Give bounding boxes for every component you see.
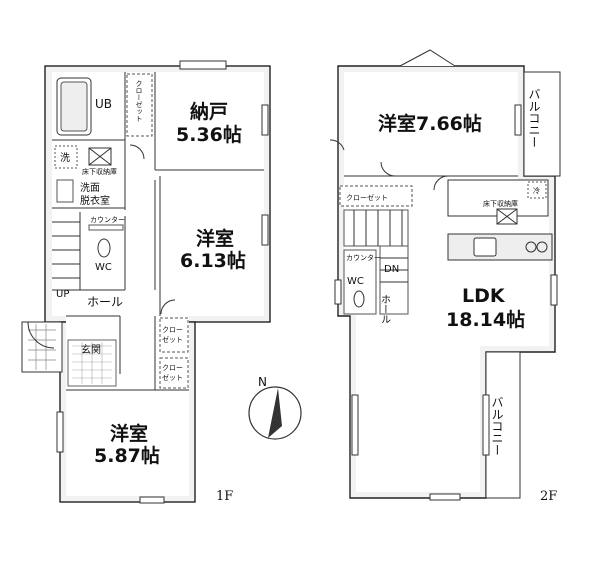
counter-label-1f: カウンター [90,215,125,224]
closet-2f [339,185,413,207]
balcony-top-label: バルコニー [527,88,541,148]
hall-label-1f: ホール [87,295,123,309]
hall-label-2f: ホール [379,294,391,324]
stairs-1f [52,212,81,290]
room-2f-label: 洋室7.66帖 [378,112,482,135]
wc-label-2f: WC [347,276,364,287]
north-arrow-icon [268,388,282,438]
bath-label: UB [95,97,112,111]
fridge-label: 冷 [533,186,540,195]
wc-label-1f: WC [95,262,112,273]
entrance-label: 玄関 [81,343,101,356]
closet-b-line2: ゼット [162,373,183,382]
counter-label-2f: カウンター [346,253,381,262]
interior-2f [344,72,549,492]
window-1f-top [179,60,227,70]
toilet-2f [353,290,365,308]
up-label: UP [56,289,69,300]
floor-2-label: 2F [540,489,557,504]
closet-a-line1: クロー [162,326,183,334]
stove-icon [525,241,537,253]
underfloor-label-1f: 床下収納庫 [82,167,117,176]
underfloor-label-2f: 床下収納庫 [483,199,518,208]
closet-a [159,317,189,353]
closet-top [126,73,153,137]
room-a-size: 6.13帖 [180,249,246,272]
floor-1: UB クローゼット 納戸 5.36帖 洗 床下収納庫 洗面 脱衣室 UP カウン… [21,60,271,504]
sink [473,237,497,257]
kitchen-counter [447,233,553,261]
closet-b [159,357,189,389]
bathtub-inner [60,81,88,132]
laundry-label: 洗 [60,152,70,164]
balcony-bottom [485,351,521,499]
closet-a-line2: ゼット [162,335,183,344]
balcony-bottom-label: バルコニー [490,396,504,456]
closet-2f-label: クローゼット [346,193,388,202]
compass-n: N [258,375,267,389]
laundry-area [54,145,78,169]
storage-room-size: 5.36帖 [176,123,242,146]
washroom-line2: 脱衣室 [80,194,110,207]
north-compass: N [248,375,302,440]
closet-top-label: クローゼット [135,80,143,122]
stairs-2f [343,209,409,315]
toilet-1f [97,238,111,258]
room-b-size: 5.87帖 [94,444,160,467]
washbasin [56,179,74,203]
washroom-line1: 洗面 [80,182,100,194]
floor-1-label: 1F [216,489,233,504]
ldk-name: LDK [462,285,506,307]
fridge [527,181,547,199]
balcony-top [523,71,561,177]
porch [21,321,63,373]
ldk-size: 18.14帖 [446,308,525,331]
closet-b-line1: クロー [162,364,183,372]
storage-room-name: 納戸 [190,100,228,123]
dn-label: DN [384,264,399,275]
room-b-name: 洋室 [110,422,148,445]
room-a-name: 洋室 [196,227,234,250]
floor-2: バルコニー バルコニー 洋室7.66帖 クローゼット DN ホール カウンター … [329,49,561,504]
